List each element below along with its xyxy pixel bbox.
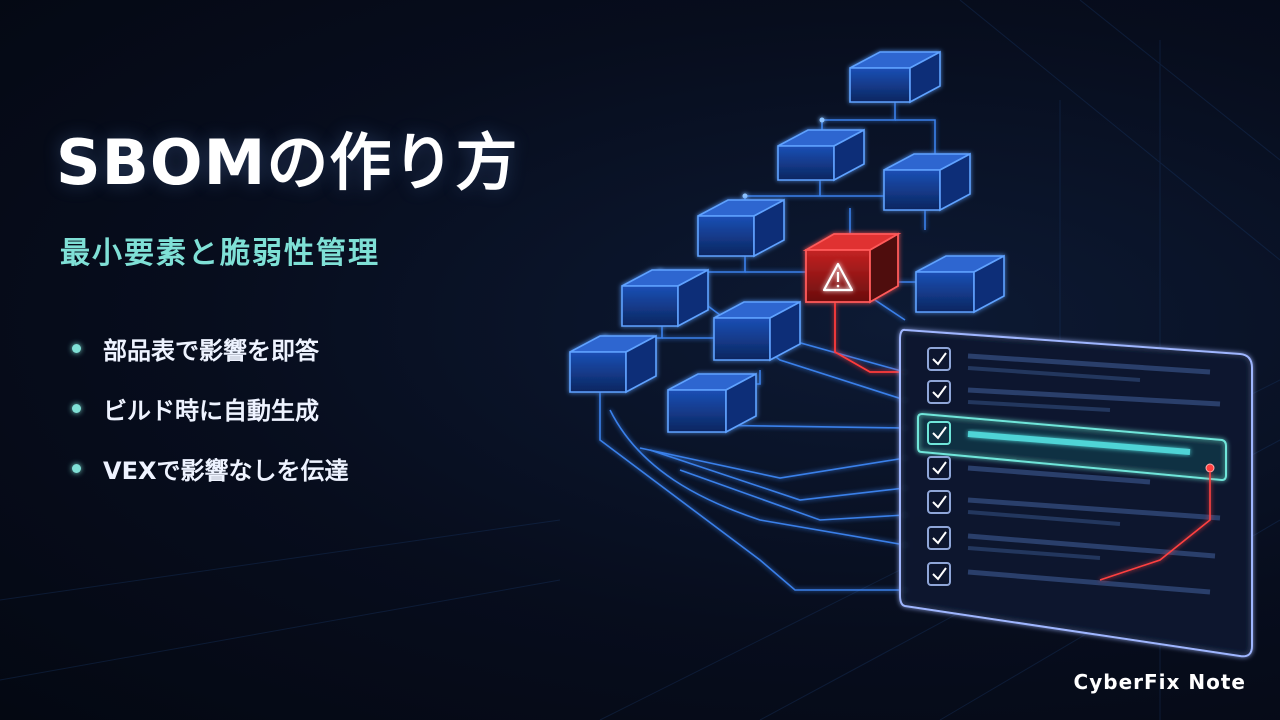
component-boxes bbox=[569, 50, 1005, 434]
checkbox-checked-icon bbox=[927, 456, 951, 480]
checklist-row bbox=[927, 490, 1221, 526]
vulnerable-component-box bbox=[802, 232, 902, 304]
bullet-text: VEXで影響なしを伝達 bbox=[103, 456, 349, 485]
bullet-list: 部品表で影響を即答 ビルド時に自動生成 VEXで影響なしを伝達 bbox=[72, 318, 348, 498]
component-box bbox=[569, 334, 657, 394]
bullet-item: 部品表で影響を即答 bbox=[72, 318, 348, 378]
component-box bbox=[667, 372, 757, 434]
component-box bbox=[883, 152, 971, 212]
alert-trace bbox=[1099, 472, 1211, 581]
component-box bbox=[849, 50, 941, 104]
page-subtitle: 最小要素と脆弱性管理 bbox=[60, 236, 380, 271]
component-box bbox=[713, 300, 801, 362]
checklist-row bbox=[927, 526, 1216, 560]
brand-logo-text: CyberFix Note bbox=[1073, 670, 1246, 694]
component-box bbox=[621, 268, 709, 328]
bullet-item: VEXで影響なしを伝達 bbox=[72, 438, 348, 498]
checkbox-checked-icon bbox=[927, 490, 951, 514]
bullet-dot-icon bbox=[72, 343, 81, 353]
checklist-rows bbox=[917, 347, 1227, 595]
checklist-panel bbox=[899, 328, 1253, 658]
checkbox-checked-icon bbox=[927, 380, 951, 404]
alert-marker bbox=[1205, 463, 1215, 473]
checkbox-checked-icon bbox=[927, 421, 951, 445]
bullet-text: 部品表で影響を即答 bbox=[103, 336, 319, 365]
warning-icon bbox=[822, 262, 854, 292]
component-box bbox=[915, 254, 1005, 314]
checklist-row bbox=[927, 562, 1211, 595]
bullet-item: ビルド時に自動生成 bbox=[72, 378, 348, 438]
checkbox-checked-icon bbox=[927, 526, 951, 550]
page-title: SBOMの作り方 bbox=[56, 126, 519, 199]
checklist-row bbox=[927, 456, 1151, 485]
checkbox-checked-icon bbox=[927, 347, 951, 371]
checklist-row bbox=[927, 347, 1211, 382]
checklist-row bbox=[927, 380, 1221, 412]
alert-path bbox=[834, 302, 905, 373]
bullet-text: ビルド時に自動生成 bbox=[103, 396, 319, 425]
component-box bbox=[777, 128, 865, 182]
bullet-dot-icon bbox=[72, 463, 81, 473]
bullet-dot-icon bbox=[72, 403, 81, 413]
checklist-row-highlighted bbox=[917, 412, 1227, 482]
checkbox-checked-icon bbox=[927, 562, 951, 586]
component-box bbox=[697, 198, 785, 258]
